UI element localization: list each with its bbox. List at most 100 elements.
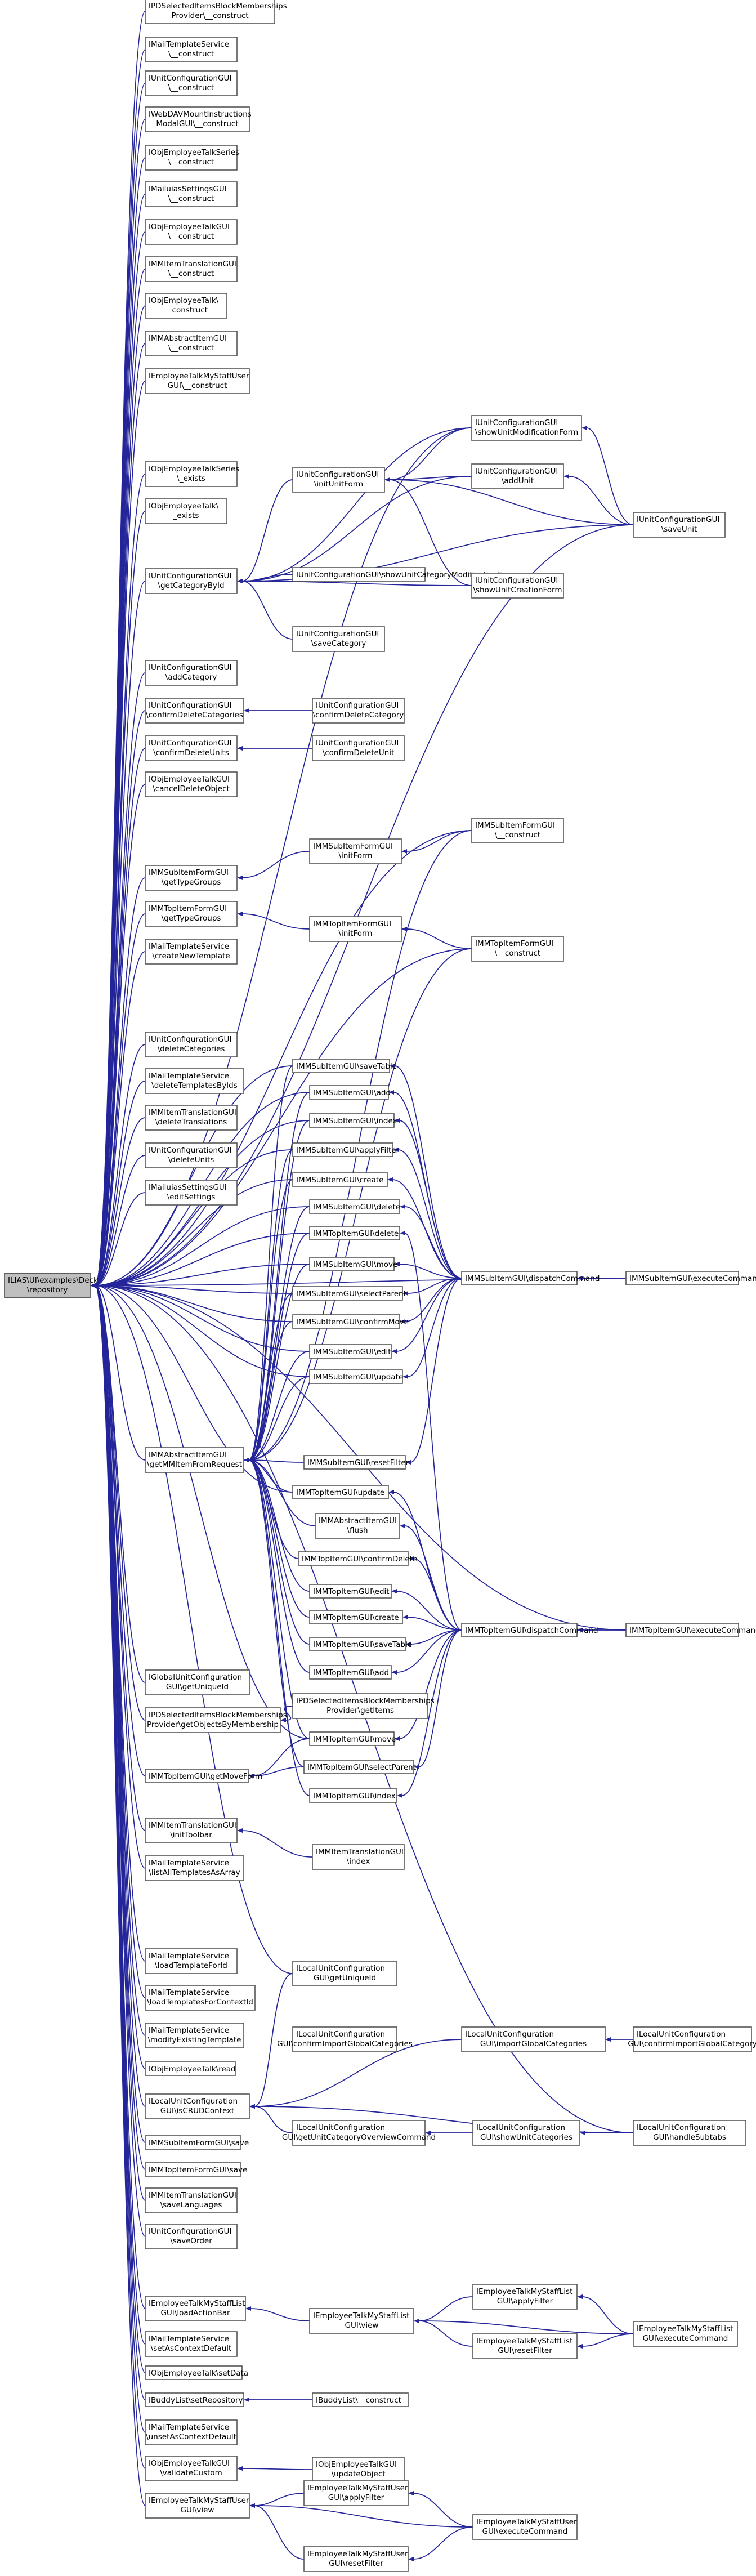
graph-node[interactable]: IUnitConfigurationGUI\confirmDeleteUnit xyxy=(312,735,405,761)
graph-node[interactable]: IObjEmployeeTalkSeries\__construct xyxy=(145,145,239,171)
graph-node[interactable]: IMMSubItemFormGUI\initForm xyxy=(309,838,402,864)
graph-node[interactable]: IUnitConfigurationGUI\addUnit xyxy=(471,463,564,489)
graph-node[interactable]: IMMSubItemGUI\saveTable xyxy=(292,1059,397,1073)
graph-node[interactable]: IMMTopItemGUI\confirmDelete xyxy=(298,1551,417,1566)
graph-node[interactable]: IMMSubItemGUI\confirmMove xyxy=(292,1314,409,1329)
graph-node[interactable]: IObjEmployeeTalk\_exists xyxy=(145,498,227,524)
graph-node[interactable]: IPDSelectedItemsBlockMembershipsProvider… xyxy=(145,0,287,24)
graph-node[interactable]: IMMTopItemFormGUI\__construct xyxy=(471,936,564,962)
graph-node[interactable]: IMMItemTranslationGUI\deleteTranslations xyxy=(145,1105,238,1131)
graph-node[interactable]: IMMTopItemGUI\index xyxy=(309,1788,397,1803)
graph-node[interactable]: IUnitConfigurationGUI\confirmDeleteCateg… xyxy=(312,698,405,724)
graph-node[interactable]: IObjEmployeeTalk\setData xyxy=(145,2365,248,2380)
graph-node[interactable]: IMMTopItemGUI\saveTable xyxy=(309,1637,412,1651)
graph-node[interactable]: IMailTemplateService\__construct xyxy=(145,37,238,62)
graph-node[interactable]: IMMTopItemGUI\update xyxy=(292,1485,389,1499)
graph-node[interactable]: IUnitConfigurationGUI\deleteCategories xyxy=(145,1032,238,1057)
graph-node[interactable]: IBuddyList\__construct xyxy=(312,2392,409,2407)
graph-node[interactable]: IMMTopItemGUI\dispatchCommand xyxy=(461,1623,598,1637)
graph-node[interactable]: IMMSubItemFormGUI\save xyxy=(145,2135,249,2150)
graph-node[interactable]: IMMTopItemGUI\edit xyxy=(309,1584,392,1599)
graph-node[interactable]: IEmployeeTalkMyStaffUserGUI\executeComma… xyxy=(472,2514,578,2540)
graph-node[interactable]: IPDSelectedItemsBlockMembershipsProvider… xyxy=(145,1707,287,1733)
graph-node[interactable]: IMMTopItemFormGUI\save xyxy=(145,2162,247,2177)
graph-node[interactable]: IMailuiasSettingsGUI\editSettings xyxy=(145,1180,238,1206)
graph-node[interactable]: IMailTemplateService\createNewTemplate xyxy=(145,939,238,965)
graph-node[interactable]: IObjEmployeeTalkGUI\validateCustom xyxy=(145,2456,238,2481)
graph-node[interactable]: IMMTopItemGUI\add xyxy=(309,1665,392,1680)
graph-node[interactable]: IMMSubItemGUI\update xyxy=(309,1369,403,1384)
graph-node[interactable]: IMMSubItemGUI\edit xyxy=(309,1344,392,1359)
graph-node[interactable]: IUnitConfigurationGUI\deleteUnits xyxy=(145,1142,238,1168)
graph-node[interactable]: ILocalUnitConfigurationGUI\confirmImport… xyxy=(628,2026,756,2052)
graph-node[interactable]: IMMItemTranslationGUI\initToolbar xyxy=(145,1818,238,1843)
graph-node[interactable]: ILocalUnitConfigurationGUI\confirmImport… xyxy=(277,2026,413,2052)
graph-node[interactable]: IMMTopItemGUI\move xyxy=(309,1731,396,1746)
graph-node[interactable]: IMMSubItemGUI\selectParent xyxy=(292,1286,406,1301)
graph-node[interactable]: IMMAbstractItemGUI\__construct xyxy=(145,331,238,356)
graph-node[interactable]: IUnitConfigurationGUI\saveCategory xyxy=(292,626,385,652)
graph-node[interactable]: IMailTemplateService\loadTemplatesForCon… xyxy=(145,1985,256,2011)
graph-node[interactable]: IUnitConfigurationGUI\showUnitCreationFo… xyxy=(471,573,564,599)
graph-node[interactable]: IBuddyList\setRepository xyxy=(145,2392,244,2407)
graph-node[interactable]: IMMAbstractItemGUI\getMMItemFromRequest xyxy=(145,1447,244,1473)
graph-node[interactable]: IMMSubItemGUI\add xyxy=(309,1085,391,1100)
graph-node[interactable]: IMMSubItemGUI\executeCommand xyxy=(625,1271,756,1285)
graph-node[interactable]: IMMTopItemGUI\selectParent xyxy=(303,1760,416,1774)
graph-node[interactable]: IMMSubItemGUI\move xyxy=(309,1257,397,1271)
graph-node[interactable]: IMMTopItemFormGUI\initForm xyxy=(309,916,402,942)
graph-node[interactable]: IMMSubItemGUI\resetFilter xyxy=(303,1455,409,1470)
graph-node[interactable]: IWebDAVMountInstructionsModalGUI\__const… xyxy=(145,106,252,132)
graph-node[interactable]: IMMSubItemGUI\applyFilter xyxy=(292,1142,400,1157)
graph-node[interactable]: IObjEmployeeTalkGUI\__construct xyxy=(145,219,238,245)
graph-node[interactable]: ILocalUnitConfigurationGUI\importGlobalC… xyxy=(461,2026,606,2052)
graph-node[interactable]: IMMTopItemGUI\delete xyxy=(309,1226,400,1240)
graph-node[interactable]: IMMSubItemGUI\create xyxy=(292,1172,388,1187)
graph-node[interactable]: IMMSubItemGUI\index xyxy=(309,1113,397,1128)
graph-node[interactable]: IMMTopItemGUI\getMoveForm xyxy=(145,1769,262,1783)
graph-node[interactable]: IEmployeeTalkMyStaffListGUI\executeComma… xyxy=(633,2321,738,2347)
graph-node[interactable]: IObjEmployeeTalkSeries\_exists xyxy=(145,461,239,487)
graph-node[interactable]: IUnitConfigurationGUI\initUnitForm xyxy=(292,467,385,493)
graph-node[interactable]: IMailTemplateService\setAsContextDefault xyxy=(145,2331,238,2357)
graph-node[interactable]: IMailuiasSettingsGUI\__construct xyxy=(145,181,238,207)
graph-node[interactable]: IMMItemTranslationGUI\__construct xyxy=(145,256,238,282)
graph-node[interactable]: IObjEmployeeTalkGUI\updateObject xyxy=(312,2457,405,2483)
graph-node[interactable]: IObjEmployeeTalk\read xyxy=(145,2061,236,2076)
graph-node[interactable]: IMMTopItemGUI\executeCommand xyxy=(625,1623,756,1637)
graph-node[interactable]: IUnitConfigurationGUI\saveUnit xyxy=(633,512,726,538)
graph-node[interactable]: IMailTemplateService\listAllTemplatesAsA… xyxy=(145,1855,244,1881)
graph-node[interactable]: ILIAS\UI\examples\Deck\repository xyxy=(4,1273,98,1298)
graph-node[interactable]: IUnitConfigurationGUI\showUnitCategoryMo… xyxy=(292,567,517,582)
graph-node[interactable]: IUnitConfigurationGUI\confirmDeleteCateg… xyxy=(145,698,244,724)
graph-node[interactable]: IMailTemplateService\loadTemplateForId xyxy=(145,1948,238,1974)
graph-node[interactable]: IUnitConfigurationGUI\getCategoryById xyxy=(145,568,238,594)
graph-node[interactable]: IMMAbstractItemGUI\flush xyxy=(315,1513,400,1539)
graph-node[interactable]: IMailTemplateService\deleteTemplatesById… xyxy=(145,1068,244,1094)
graph-node[interactable]: IMMSubItemFormGUI\getTypeGroups xyxy=(145,865,238,891)
graph-node[interactable]: IMMSubItemFormGUI\__construct xyxy=(471,818,564,843)
graph-node[interactable]: IMMTopItemGUI\create xyxy=(309,1610,403,1624)
graph-node[interactable]: ILocalUnitConfigurationGUI\showUnitCateg… xyxy=(472,2120,580,2146)
graph-node[interactable]: IMailTemplateService\modifyExistingTempl… xyxy=(145,2023,244,2048)
graph-node[interactable]: ILocalUnitConfigurationGUI\getUnitCatego… xyxy=(282,2120,436,2146)
graph-node[interactable]: IMMSubItemGUI\delete xyxy=(309,1199,400,1214)
graph-node[interactable]: IUnitConfigurationGUI\__construct xyxy=(145,70,238,96)
graph-node[interactable]: IObjEmployeeTalkGUI\cancelDeleteObject xyxy=(145,771,238,797)
graph-node[interactable]: IUnitConfigurationGUI\addCategory xyxy=(145,660,238,686)
graph-node[interactable]: IMMItemTranslationGUI\saveLanguages xyxy=(145,2187,238,2213)
graph-node[interactable]: IUnitConfigurationGUI\confirmDeleteUnits xyxy=(145,735,238,761)
graph-node[interactable]: IUnitConfigurationGUI\showUnitModificati… xyxy=(471,415,582,441)
graph-node[interactable]: IObjEmployeeTalk\__construct xyxy=(145,293,227,319)
